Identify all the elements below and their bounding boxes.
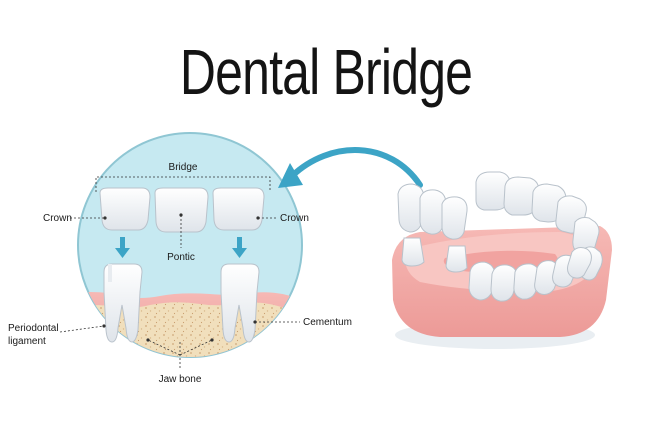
page-title: Dental Bridge	[179, 36, 473, 108]
placement-arrows	[115, 237, 247, 258]
model-abutments	[401, 237, 468, 273]
curved-arrow	[289, 147, 423, 188]
label-jaw-bone: Jaw bone	[159, 374, 202, 385]
bridge-crowns	[99, 187, 265, 233]
label-crown-left: Crown	[43, 213, 72, 224]
crown-right	[212, 187, 265, 231]
crown-left	[99, 187, 151, 231]
label-periodontal-2: ligament	[8, 336, 46, 347]
model-bridge	[397, 183, 468, 240]
jaw-model	[392, 171, 612, 349]
abutment-left	[103, 263, 143, 343]
abutment-right	[220, 263, 260, 343]
curved-arrow-head	[278, 163, 303, 188]
crown-pontic	[154, 187, 209, 233]
leader-lines	[59, 215, 300, 368]
label-cementum: Cementum	[303, 317, 352, 328]
label-periodontal-1: Periodontal	[8, 323, 59, 334]
leader-dots	[102, 213, 260, 342]
label-crown-right: Crown	[280, 213, 309, 224]
label-bridge: Bridge	[169, 162, 198, 173]
label-pontic: Pontic	[167, 252, 195, 263]
jaw-cross-section	[78, 292, 300, 357]
bridge-bracket	[95, 176, 271, 192]
